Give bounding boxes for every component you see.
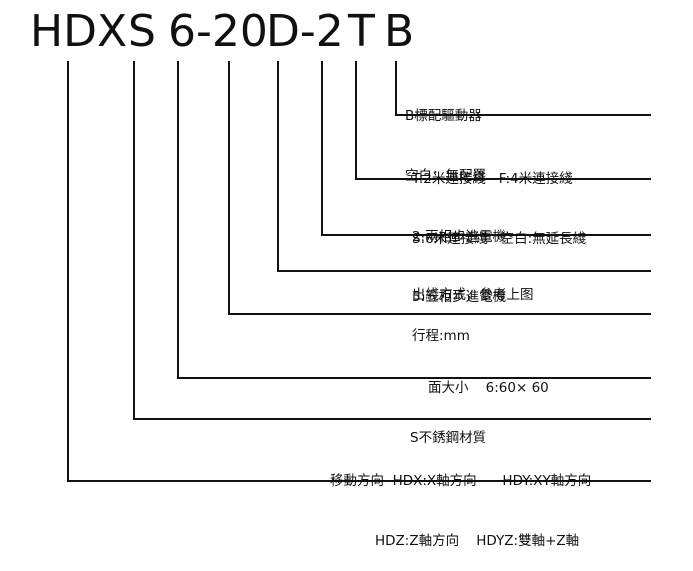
desc-face: 面大小 6:60× 60 — [428, 338, 549, 418]
desc-outlet: 出綫方式，參考上图 — [412, 245, 534, 325]
code-part-material: S — [128, 6, 156, 57]
leader-lines — [67, 61, 651, 482]
desc-direction: 移動方向 HDX:X軸方向 HDY:XY軸方向 HDZ:Z軸方向 HDYZ:雙軸… — [330, 431, 591, 571]
leader-cable — [355, 61, 651, 180]
desc-driver-line-2: 空白：無配置 — [405, 168, 486, 184]
leader-face — [177, 61, 651, 379]
desc-material: S不銹鋼材質 — [410, 388, 486, 468]
leader-stroke — [228, 61, 651, 315]
desc-motor-line-1: 2:兩相步進電機 — [412, 229, 507, 245]
desc-cable-line-2: S:6米連接綫 空白:無延長綫 — [412, 231, 587, 247]
leader-direction — [67, 61, 651, 482]
leader-motor — [321, 61, 651, 236]
desc-driver: B標配驅動器 空白：無配置 — [405, 66, 486, 206]
leader-outlet — [277, 61, 651, 272]
desc-motor-line-2: 5:五相步進電機 — [412, 289, 507, 305]
desc-motor: 2:兩相步進電機 5:五相步進電機 — [412, 187, 506, 327]
leader-material — [133, 61, 651, 420]
code-part-driver: B — [384, 6, 415, 57]
desc-cable: T:2米連接綫 F:4米連接綫 S:6米連接綫 空白:無延長綫 — [412, 129, 586, 269]
code-part-series: HDX — [30, 6, 128, 57]
desc-stroke-line-1: 行程:mm — [412, 328, 470, 344]
desc-outlet-line-1: 出綫方式，參考上图 — [412, 287, 534, 303]
desc-driver-line-1: B標配驅動器 — [405, 108, 482, 124]
model-code: HDX S 6-20 D-2 T B — [30, 6, 430, 58]
desc-direction-line-2: HDZ:Z軸方向 HDYZ:雙軸+Z軸 — [375, 533, 580, 549]
desc-direction-line-1: 移動方向 HDX:X軸方向 HDY:XY軸方向 — [330, 473, 592, 489]
desc-face-line-1: 面大小 6:60× 60 — [428, 380, 549, 396]
desc-material-line-1: S不銹鋼材質 — [410, 430, 487, 446]
desc-stroke: 行程:mm — [412, 286, 470, 366]
code-part-size-stroke: 6-20 — [168, 6, 268, 57]
desc-cable-line-1: T:2米連接綫 F:4米連接綫 — [412, 171, 573, 187]
code-part-cable: T — [348, 6, 375, 57]
code-part-outlet-motor: D-2 — [266, 6, 344, 57]
leader-driver — [395, 61, 651, 116]
